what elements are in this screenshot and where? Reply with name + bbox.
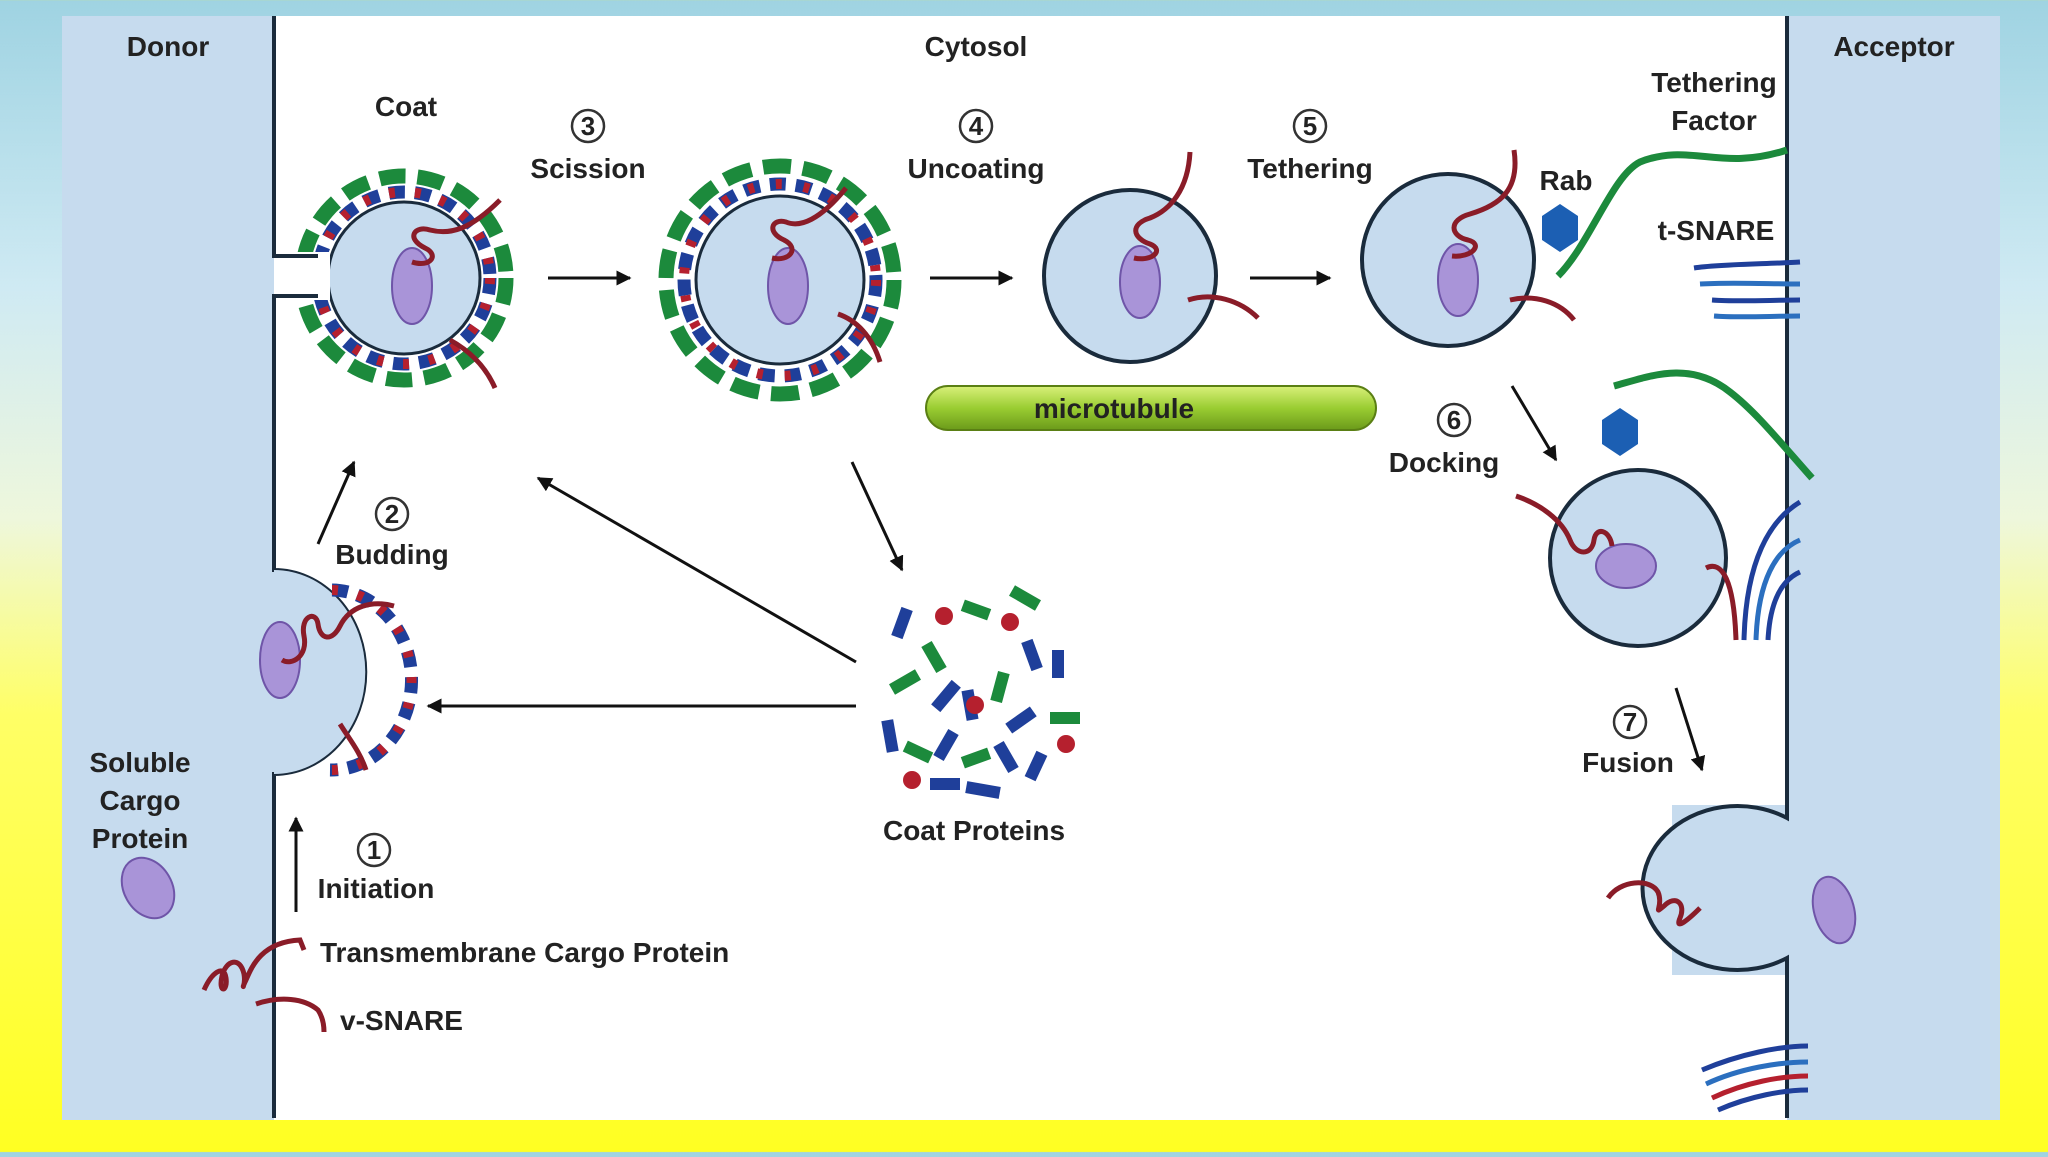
budding-coat (259, 583, 419, 777)
step-2-label: Budding (335, 539, 449, 570)
t-snare-docked (1741, 499, 1802, 641)
donor-label: Donor (127, 31, 210, 62)
step-7-num: 7 (1623, 707, 1637, 737)
microtubule: microtubule (925, 385, 1377, 431)
acceptor-membrane (1640, 16, 1789, 1118)
arrow-docking (1510, 385, 1558, 462)
arrow-coat-release (850, 461, 904, 572)
step-3-label: Scission (530, 153, 645, 184)
coated-vesicle-free (658, 158, 902, 402)
step-7-label: Fusion (1582, 747, 1674, 778)
rab-icon-docked (1602, 408, 1638, 456)
soluble-cargo-icon (391, 247, 433, 325)
step-4-label: Uncoating (908, 153, 1045, 184)
t-snare-complex (1693, 259, 1801, 320)
step-badges (356, 108, 1648, 868)
soluble-cargo-label-3: Protein (92, 823, 188, 854)
v-snare-legend-icon (255, 996, 327, 1033)
rab-icon (1542, 204, 1578, 252)
acceptor-compartment (1787, 16, 2000, 1120)
step-1-label: Initiation (318, 873, 435, 904)
legend-v-snare-label: v-SNARE (340, 1005, 463, 1036)
step-4-num: 4 (969, 111, 984, 141)
t-snare-fusion (1701, 1043, 1809, 1113)
arrow-coat-recycle-upper (536, 476, 857, 664)
coat-proteins-label: Coat Proteins (883, 815, 1065, 846)
tethering-factor-docked (1613, 369, 1815, 481)
tethering-factor-label-1: Tethering (1651, 67, 1776, 98)
tethering-factor-label-2: Factor (1671, 105, 1757, 136)
soluble-cargo-donor-icon (120, 856, 176, 920)
tethering-factor (1555, 146, 1789, 279)
fusion-cargo-protein (1605, 880, 1702, 927)
step-6-label: Docking (1389, 447, 1499, 478)
step-6-num: 6 (1447, 405, 1461, 435)
pathway-arrows (288, 270, 1706, 912)
soluble-cargo-label-2: Cargo (100, 785, 181, 816)
tethered-vesicle (1360, 149, 1576, 348)
docked-vesicle (1515, 468, 1739, 648)
uncoated-vesicle (1042, 151, 1260, 364)
soluble-cargo-label-1: Soluble (89, 747, 190, 778)
step-1-num: 1 (367, 835, 381, 865)
coat-proteins-cluster (881, 585, 1080, 799)
svg-text:microtubule: microtubule (1034, 393, 1194, 424)
step-5-label: Tethering (1247, 153, 1372, 184)
arrow-fusion (1674, 687, 1706, 772)
coated-vesicle-budding (274, 168, 514, 390)
coat-label: Coat (375, 91, 437, 122)
acceptor-label: Acceptor (1833, 31, 1954, 62)
step-2-num: 2 (385, 499, 399, 529)
t-snare-label: t-SNARE (1658, 215, 1775, 246)
transmembrane-legend-icon (201, 937, 307, 992)
legend-transmembrane-label: Transmembrane Cargo Protein (320, 937, 729, 968)
arrow-budding (316, 460, 356, 545)
donor-compartment (62, 16, 274, 1120)
cytosol-label: Cytosol (925, 31, 1028, 62)
rab-label: Rab (1540, 165, 1593, 196)
released-cargo-icon (1811, 875, 1857, 945)
step-3-num: 3 (581, 111, 595, 141)
step-5-num: 5 (1303, 111, 1317, 141)
